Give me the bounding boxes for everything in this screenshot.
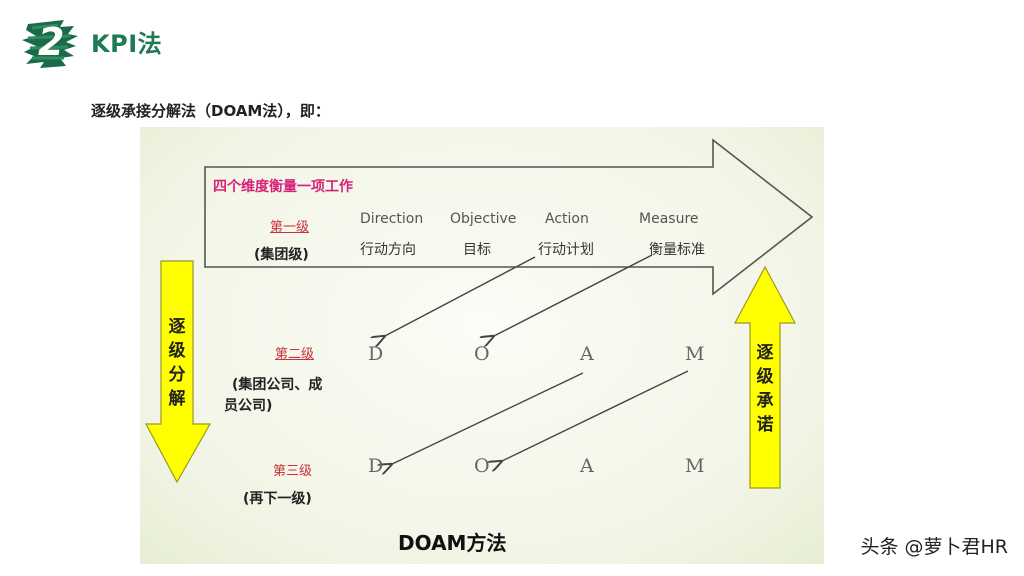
level-2-scope-line1: (集团公司、成 [232, 377, 323, 393]
section-number-badge: 2 [20, 14, 80, 72]
level-3-letter-a: A [580, 455, 594, 477]
level-2-scope-line2: 员公司) [224, 398, 273, 414]
dimension-action-en: Action [545, 211, 589, 227]
up-arrow [733, 265, 797, 489]
level-3-letter-d: D [368, 455, 384, 477]
level-1-scope: (集团级) [254, 247, 309, 263]
dimension-objective-en: Objective [450, 211, 517, 227]
badge-number: 2 [38, 20, 65, 64]
big-right-arrow [204, 138, 814, 296]
page-title: KPI法 [91, 30, 163, 58]
decompose-arrow-text: 逐级分解 [168, 317, 186, 409]
watermark: 头条 @萝卜君HR [860, 536, 1008, 558]
commit-arrow-text: 逐级承诺 [756, 343, 774, 435]
banner-title: 四个维度衡量一项工作 [213, 179, 353, 195]
level-2-letter-m: M [685, 343, 705, 365]
dimension-direction-en: Direction [360, 211, 424, 227]
intro-text: 逐级承接分解法（DOAM法），即： [91, 102, 330, 120]
level-2-label: 第二级 [275, 347, 315, 362]
level-1-label: 第一级 [270, 220, 310, 235]
level-3-letter-o: O [474, 455, 490, 477]
dimension-action-zh: 行动计划 [538, 242, 594, 258]
level-3-label: 第三级 [273, 464, 313, 479]
level-2-letter-d: D [368, 343, 384, 365]
diagram-caption: DOAM方法 [398, 531, 507, 555]
level-2-letter-a: A [580, 343, 594, 365]
level-3-scope: (再下一级) [243, 491, 312, 507]
brush-stroke-icon [22, 20, 78, 68]
dimension-direction-zh: 行动方向 [360, 242, 416, 258]
dimension-objective-zh: 目标 [463, 242, 491, 258]
dimension-measure-zh: 衡量标准 [649, 242, 705, 258]
level-3-letter-m: M [685, 455, 705, 477]
dimension-measure-en: Measure [639, 211, 699, 227]
doam-diagram: 四个维度衡量一项工作 第一级 (集团级) Direction Objective… [140, 127, 824, 564]
level-2-letter-o: O [474, 343, 490, 365]
down-arrow [144, 260, 212, 484]
